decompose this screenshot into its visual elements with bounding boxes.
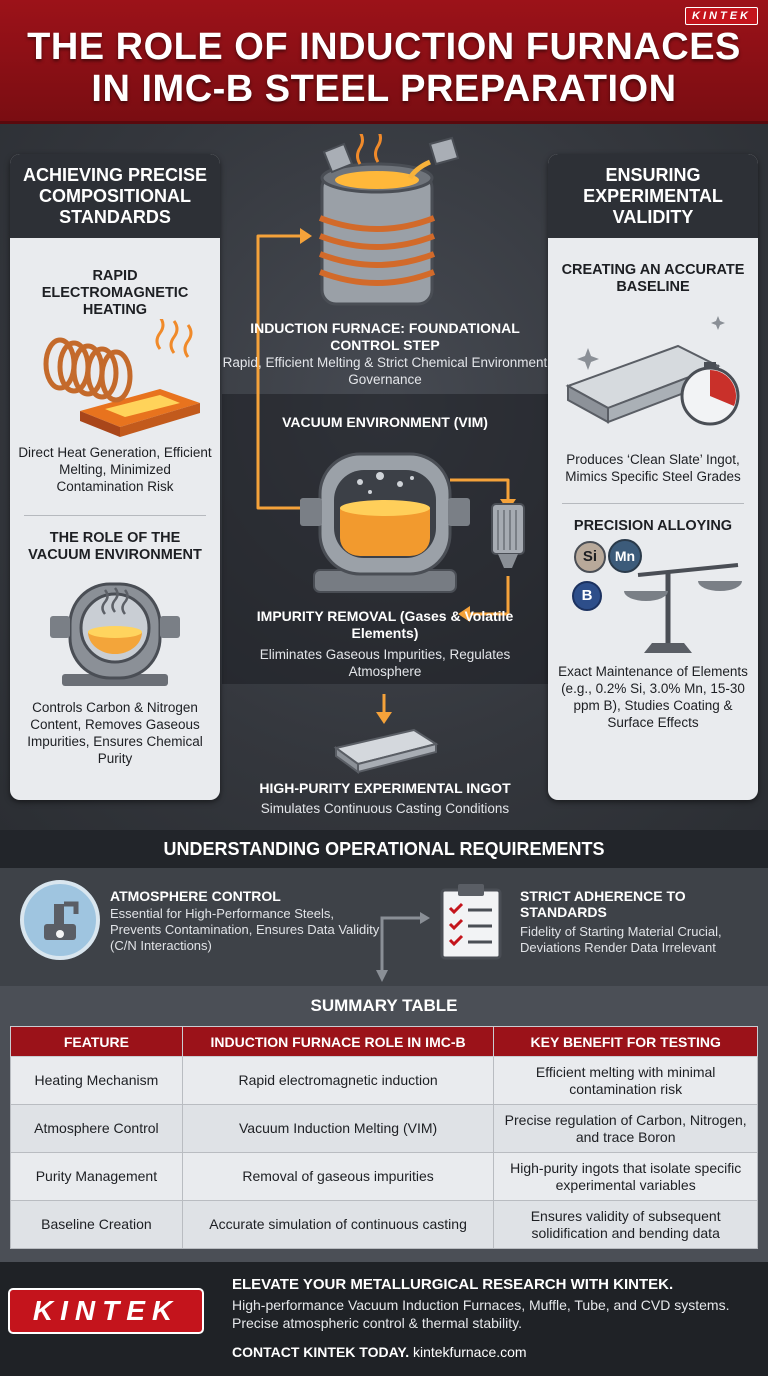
- element-mn: Mn: [608, 539, 642, 573]
- ops-section: ATMOSPHERE CONTROL Essential for High-Pe…: [0, 868, 768, 986]
- vim-title: VACUUM ENVIRONMENT (VIM): [282, 414, 488, 430]
- vacuum-chamber-icon: [50, 582, 180, 686]
- table-row: Baseline Creation Accurate simulation of…: [10, 1200, 758, 1249]
- right-s1-body: Produces ‘Clean Slate’ Ingot, Mimics Spe…: [565, 452, 741, 484]
- furnace-body: Rapid, Efficient Melting & Strict Chemic…: [222, 355, 548, 387]
- ingot-icon: [333, 728, 439, 774]
- vim-to-filter-arrow: [450, 478, 510, 499]
- brand-badge[interactable]: KINTEK: [685, 7, 758, 25]
- furnace-to-vim-arrow: [256, 234, 300, 510]
- kintek-logo[interactable]: KINTEK: [8, 1288, 204, 1334]
- table-cell: Efficient melting with minimal contamina…: [493, 1056, 758, 1105]
- right-s1-heading: CREATING AN ACCURATE BASELINE: [561, 262, 745, 295]
- title-line-1: THE ROLE OF INDUCTION FURNACES: [27, 26, 741, 68]
- ingot-title: HIGH-PURITY EXPERIMENTAL INGOT: [259, 780, 511, 796]
- table-cell: Ensures validity of subsequent solidific…: [493, 1200, 758, 1249]
- element-b: B: [572, 581, 602, 611]
- ops-title: UNDERSTANDING OPERATIONAL REQUIREMENTS: [0, 830, 768, 868]
- col-benefit: KEY BENEFIT FOR TESTING: [493, 1026, 758, 1057]
- left-card: ACHIEVING PRECISE COMPOSITIONAL STANDARD…: [10, 154, 220, 800]
- scale-icon: Si Mn B: [548, 535, 758, 663]
- footer-body: High-performance Vacuum Induction Furnac…: [232, 1297, 730, 1331]
- table-row: Heating Mechanism Rapid electromagnetic …: [10, 1056, 758, 1105]
- atm-body: Essential for High-Performance Steels, P…: [110, 906, 380, 953]
- baseline-ingot-icon: [565, 316, 740, 426]
- ingot-body: Simulates Continuous Casting Conditions: [260, 801, 510, 816]
- table-row: Atmosphere Control Vacuum Induction Melt…: [10, 1104, 758, 1153]
- table-cell: Atmosphere Control: [10, 1104, 183, 1153]
- header-banner: KINTEK THE ROLE OF INDUCTION FURNACES IN…: [0, 0, 768, 124]
- footer-headline: ELEVATE YOUR METALLURGICAL RESEARCH WITH…: [232, 1276, 674, 1293]
- filter-cartridge-icon: [491, 503, 525, 568]
- element-si: Si: [574, 541, 606, 573]
- right-card-heading: ENSURING EXPERIMENTAL VALIDITY: [548, 154, 758, 238]
- filter-to-impurity-arrow: [470, 576, 510, 616]
- page-title: THE ROLE OF INDUCTION FURNACES IN IMC-B …: [0, 26, 768, 110]
- induction-furnace-icon: [318, 134, 460, 306]
- left-s2-body: Controls Carbon & Nitrogen Content, Remo…: [27, 700, 203, 766]
- std-body: Fidelity of Starting Material Crucial, D…: [520, 924, 722, 955]
- table-cell: Rapid electromagnetic induction: [181, 1056, 495, 1105]
- right-s2-body: Exact Maintenance of Elements (e.g., 0.2…: [558, 664, 748, 730]
- table-cell: Heating Mechanism: [10, 1056, 183, 1105]
- std-heading: STRICT ADHERENCE TO STANDARDS: [520, 888, 686, 920]
- left-s1-heading: RAPID ELECTROMAGNETIC HEATING: [41, 268, 189, 318]
- table-cell: Accurate simulation of continuous castin…: [181, 1200, 495, 1249]
- atmosphere-control-icon: [20, 880, 100, 960]
- left-s2-heading: THE ROLE OF THE VACUUM ENVIRONMENT: [28, 530, 202, 563]
- flow-arrows: [256, 228, 516, 724]
- left-card-heading: ACHIEVING PRECISE COMPOSITIONAL STANDARD…: [10, 154, 220, 238]
- main-panel: ACHIEVING PRECISE COMPOSITIONAL STANDARD…: [0, 124, 768, 830]
- title-line-2: IN IMC-B STEEL PREPARATION: [91, 68, 677, 110]
- summary-title: SUMMARY TABLE: [310, 996, 458, 1015]
- website-link[interactable]: kintekfurnace.com: [412, 1344, 527, 1360]
- impurity-body: Eliminates Gaseous Impurities, Regulates…: [259, 647, 511, 679]
- coil-heating-icon: [43, 316, 200, 437]
- vim-chamber-icon: [300, 452, 470, 593]
- table-header-row: FEATURE INDUCTION FURNACE ROLE IN IMC-B …: [10, 1026, 758, 1057]
- atm-heading: ATMOSPHERE CONTROL: [110, 888, 281, 904]
- checklist-icon: [440, 884, 502, 960]
- right-card: ENSURING EXPERIMENTAL VALIDITY CREATING …: [548, 154, 758, 800]
- table-cell: Precise regulation of Carbon, Nitrogen, …: [493, 1104, 758, 1153]
- summary-table: FEATURE INDUCTION FURNACE ROLE IN IMC-B …: [10, 1026, 758, 1249]
- table-cell: Removal of gaseous impurities: [181, 1152, 495, 1201]
- footer: KINTEK ELEVATE YOUR METALLURGICAL RESEAR…: [0, 1262, 768, 1376]
- summary-section: SUMMARY TABLE FEATURE INDUCTION FURNACE …: [0, 986, 768, 1262]
- table-cell: Vacuum Induction Melting (VIM): [181, 1104, 495, 1153]
- col-feature: FEATURE: [10, 1026, 183, 1057]
- table-row: Purity Management Removal of gaseous imp…: [10, 1152, 758, 1201]
- table-cell: Baseline Creation: [10, 1200, 183, 1249]
- connector-arrow: [376, 912, 430, 982]
- right-s2-heading: PRECISION ALLOYING: [573, 518, 733, 534]
- table-cell: Purity Management: [10, 1152, 183, 1201]
- footer-cta: CONTACT KINTEK TODAY. kintekfurnace.com: [232, 1344, 527, 1360]
- furnace-title: INDUCTION FURNACE: FOUNDATIONAL CONTROL …: [250, 320, 520, 353]
- col-role: INDUCTION FURNACE ROLE IN IMC-B: [181, 1026, 495, 1057]
- impurity-title: IMPURITY REMOVAL (Gases & Volatile Eleme…: [256, 608, 514, 641]
- cta-text: CONTACT KINTEK TODAY.: [232, 1344, 410, 1360]
- right-divider: [562, 503, 744, 504]
- left-s1-body: Direct Heat Generation, Efficient Meltin…: [18, 445, 212, 494]
- table-cell: High-purity ingots that isolate specific…: [493, 1152, 758, 1201]
- left-divider: [24, 515, 206, 516]
